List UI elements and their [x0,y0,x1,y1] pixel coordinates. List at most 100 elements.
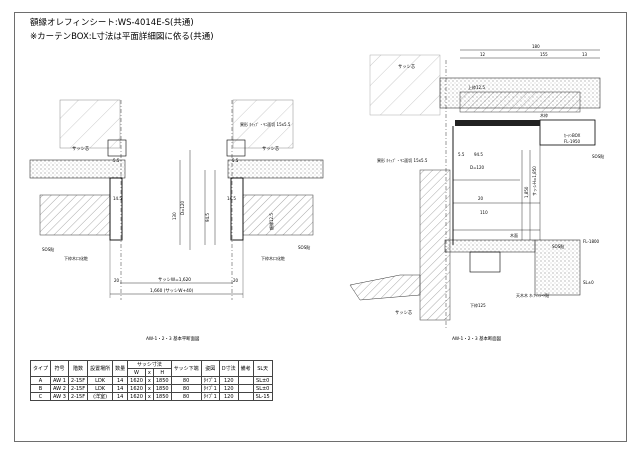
plan-seal-right: SOS貼 [298,244,310,250]
section-dim-sash-h: サッシH=1,850 [532,166,537,196]
th-h: H [152,368,172,377]
th-sl: SL天 [252,360,273,377]
section-view: 180 12 155 13 サッシ芯 上枠12.5 木枠 異形 ﾎｲｯﾌﾟ・ﾔﾆ… [349,44,604,342]
plan-base-note-left: 下枠木口化粧 [64,255,88,261]
section-fl-note: FL-1800 [583,239,600,244]
cell-h: 1850 [152,376,172,385]
cell-d: 120 [218,384,239,393]
plan-frame-left [109,177,123,241]
cell-type: A [29,376,52,385]
section-balcony [349,274,421,301]
section-wall-upper [369,54,441,116]
cell-w: 1620 [127,392,146,401]
cell-x: x [144,384,154,393]
plan-dim-d120: D=120 [180,200,185,215]
cell-depth: 80 [170,384,202,393]
cell-depth: 80 [170,392,202,401]
th-sash-depth: サッシ下端 [170,360,202,377]
cell-floor: 2-15F [67,376,89,385]
th-sash-size: サッシ寸法 [127,360,172,369]
section-stool-note: 天木木 ｵﾚﾌｨﾝｼｰﾄ貼 [516,292,549,298]
section-head-frame [455,120,540,126]
cell-x: x [144,376,154,385]
section-dim-12: 12 [480,52,486,57]
th-remarks: 備考 [237,360,254,377]
section-dim-13: 13 [582,52,588,57]
section-sash-core-bottom: サッシ芯 [395,309,413,316]
cell-floor: 2-15F [67,392,89,401]
table-row: B AW 2 2-15F LDK 14 1620 x 1850 80 ﾀｲﾌﾟ1… [29,384,273,393]
th-floor: 階数 [67,360,89,377]
plan-dim-5-5-left: 5.5 [113,158,120,163]
section-sash-core: サッシ芯 [398,63,416,70]
plan-view: サッシ芯 サッシ芯 異形 ﾎｲｯﾌﾟ・ﾔﾆ面切 15x5.5 5.5 5.5 1… [29,99,324,342]
cell-location: LDK [87,376,114,385]
cell-qty: 14 [112,392,129,401]
th-d: D寸法 [218,360,239,377]
plan-dim-14-5-right: 14.5 [227,196,236,201]
section-dim-5-5: 5.5 [458,152,465,157]
cell-w: 1620 [127,384,146,393]
th-app: 姿図 [200,360,220,377]
cell-sl: SL-15 [252,392,273,401]
cell-h: 1850 [152,384,172,393]
cell-floor: 2-15F [67,384,89,393]
plan-frame-right [230,177,244,241]
section-dim-94-5: 94.5 [474,152,483,157]
cell-location: (洋室) [87,392,114,401]
section-curtain-box [539,119,596,146]
plan-sash-core-right: サッシ芯 [262,145,280,152]
cell-app: ﾀｲﾌﾟ1 [200,376,220,385]
th-code: 符号 [50,360,69,377]
section-sill [444,239,536,253]
sheet-frame [14,12,627,442]
plan-shim-note: 異形 ﾎｲｯﾌﾟ・ﾔﾆ面切 15x5.5 [240,121,291,127]
section-floor-block [534,239,581,296]
plan-wall-left-upper [59,99,121,149]
plan-dim-sash-w: サッシW=1,620 [158,277,191,283]
section-dim-sill: 下枠125 [470,302,486,308]
cell-qty: 14 [112,384,129,393]
cell-type: C [29,392,52,401]
table-row: C AW 3 2-15F (洋室) 14 1620 x 1850 80 ﾀｲﾌﾟ… [29,392,273,401]
section-dim-upper: 上枠12.5 [468,84,485,90]
plan-caption: AW-1・2・3 基本平断面図 [146,335,200,342]
cell-depth: 80 [170,376,202,385]
cell-app: ﾀｲﾌﾟ1 [200,392,220,401]
plan-base-note-right: 下枠木口化粧 [261,255,285,261]
th-type: タイプ [29,360,52,377]
th-x: x [144,368,154,377]
section-seal-lower: SOS貼 [552,243,564,249]
plan-dim-94-5: 94.5 [205,213,210,222]
section-dim-110: 110 [480,210,488,215]
cell-w: 1620 [127,376,146,385]
cell-sl: SL±0 [252,376,273,385]
cell-code: AW 3 [50,392,69,401]
section-box-note: ｶｰﾃﾝBOX [564,132,581,138]
section-seal: SOS貼 [592,153,604,159]
cell-location: LDK [87,384,114,393]
section-caption: AW-1・2・3 基本断面図 [452,335,502,342]
table-row: A AW 1 2-15F LDK 14 1620 x 1850 80 ﾀｲﾌﾟ1… [29,376,273,385]
plan-insulation-left [29,159,126,179]
plan-dim-20-right: 20 [233,278,239,283]
cell-type: B [29,384,52,393]
section-dim-d120: D=120 [470,165,485,170]
plan-dim-total: 1,660 (サッシW+40) [150,288,194,294]
section-flush-note: 木枠 [540,112,548,118]
section-dim-1850: 1,850 [524,186,529,198]
cell-d: 120 [218,376,239,385]
sheet-note: ※カーテンBOX:L寸法は平面詳細図に依る(共通) [30,32,214,42]
section-inside-note: 木面 [510,232,518,238]
plan-dim-130: 130 [172,212,177,220]
plan-sash-core-left: サッシ芯 [72,145,90,152]
cell-x: x [144,392,154,401]
plan-dim-5-5-right: 5.5 [232,158,239,163]
sheet-title: 額縁オレフィンシート:WS-4014E-S(共通) [30,18,194,28]
plan-seal-left: SOS貼 [42,246,54,252]
cell-app: ﾀｲﾌﾟ1 [200,384,220,393]
plan-wall-right-lower [242,194,314,236]
plan-dim-12-5: 額縁12.5 [268,213,274,230]
plan-dim-20-left: 20 [114,278,120,283]
plan-insulation-right [227,159,324,179]
